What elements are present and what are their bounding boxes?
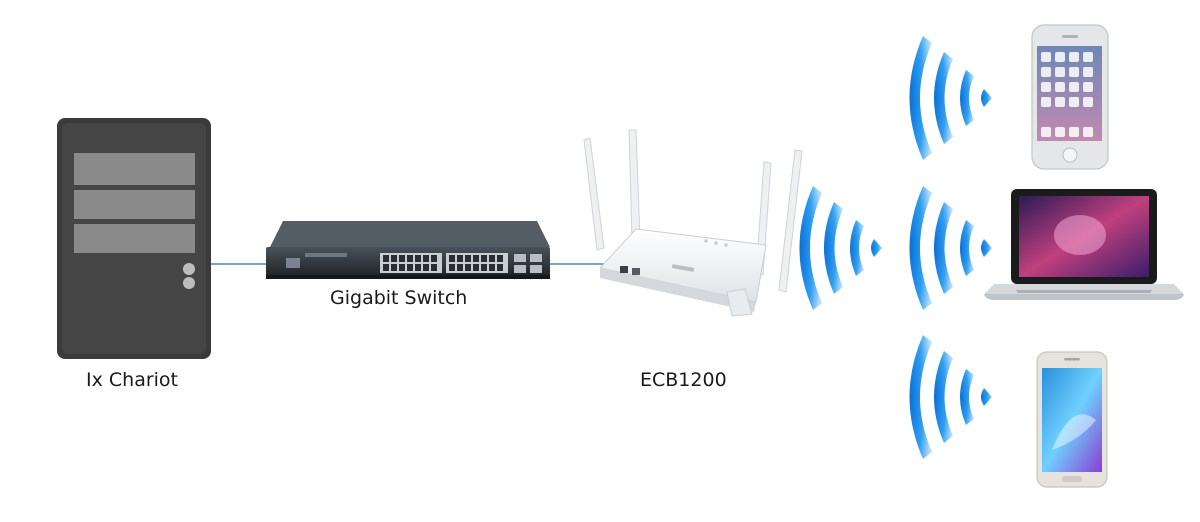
smartphone-icon [1036,351,1108,488]
server-label: Ix Chariot [86,369,179,391]
access-point-label: ECB1200 [640,369,727,391]
laptop-icon [984,189,1184,300]
wireless-access-point-icon [583,129,803,317]
server-tower-icon [57,118,211,359]
wifi-signal-icon [909,36,992,160]
wifi-signal-icon [799,186,882,310]
switch-label: Gigabit Switch [330,287,468,309]
network-switch-icon [266,221,550,279]
wifi-signal-icon [909,186,992,310]
smartphone-icon [1031,24,1109,170]
wifi-signal-icon [909,335,992,459]
